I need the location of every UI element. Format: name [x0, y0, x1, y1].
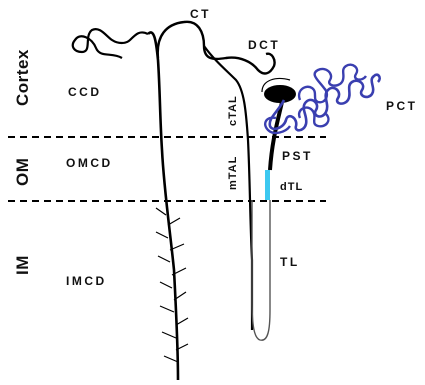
label-dct: DCT [248, 38, 280, 52]
collecting-duct [148, 32, 178, 380]
zone-label-im: IM [13, 255, 32, 275]
label-mtal: mTAL [227, 156, 239, 190]
dtl-segment [265, 170, 270, 200]
label-pst: PST [282, 149, 313, 163]
pct-tubule [270, 75, 380, 131]
label-ctal: cTAL [227, 95, 239, 126]
label-imcd: IMCD [66, 274, 107, 288]
label-ct: CT [190, 7, 211, 21]
label-tl: TL [280, 255, 300, 269]
glomerulus [264, 85, 296, 103]
label-dtl: dTL [280, 181, 303, 193]
zone-label-cortex: Cortex [13, 49, 32, 106]
zone-label-om: OM [13, 158, 32, 186]
imcd-branches [156, 208, 188, 362]
label-ccd: CCD [68, 85, 102, 99]
label-pct: PCT [386, 99, 418, 113]
connecting-tubule-curl [73, 29, 148, 58]
thin-limb-loop [252, 200, 270, 340]
label-omcd: OMCD [66, 156, 113, 170]
